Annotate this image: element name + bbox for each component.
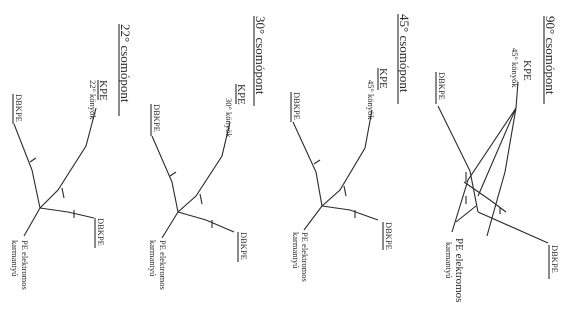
kpe-pipe [39,107,97,209]
kpe-pipe [486,81,519,237]
panel-22: 22° csomópont KPE 22° könyök DBKPE DBKPE… [10,24,133,290]
dbkpe-bottom-label: DBKPE [550,245,560,273]
joint-tick [29,157,37,163]
pe-coupling-label-line1: PE elektromos [20,240,30,290]
pe-coupling-label-line2: karmantyú [10,240,20,277]
dbkpe-top-label: DBKPE [437,72,447,100]
dbkpe-bottom-label: DBKPE [96,218,106,246]
joint-tick [199,193,203,205]
elbow-angle-label: 30° könyök [224,98,234,138]
panel-90: 90° csomópont KPE 45° könyök DBKPE DBKPE… [435,16,560,302]
kpe-pipe [321,109,373,207]
pe-coupling-label-line2: karmantyú [291,232,301,269]
kpe-pipe [177,121,231,213]
elbow-angle-label: 45° könyök [366,80,376,120]
dbkpe-top-label: DBKPE [14,94,24,122]
kpe-label: KPE [97,80,109,101]
joint-tick [169,171,177,177]
elbow-angle-label: 45° könyök [510,48,520,88]
dbkpe-top-label: DBKPE [152,104,162,132]
kpe-label: KPE [235,84,247,105]
dbkpe-bottom-pipe [39,207,95,219]
panel-45: 45° csomópont KPE 45° könyök DBKPE DBKPE… [290,14,412,282]
dbkpe-bottom-label: DBKPE [384,222,394,250]
panel-title: 45° csomópont [397,14,412,93]
panel-title: 22° csomópont [118,24,133,103]
joint-tick [343,185,347,197]
dbkpe-top-label: DBKPE [292,92,302,120]
panel-title: 30° csomópont [253,16,268,95]
dbkpe-top-pipe [292,121,323,207]
dbkpe-bottom-pipe [321,205,379,221]
joint-tick [313,159,321,165]
dbkpe-top-pipe [437,105,479,213]
coupling-pipe [23,207,41,237]
kpe-label: KPE [521,60,533,81]
pe-coupling-label-line1: PE elektromos [300,232,310,282]
dbkpe-bottom-pipe [177,211,235,233]
dbkpe-bottom-label: DBKPE [239,232,249,260]
dbkpe-bottom-pipe [477,211,549,244]
elbow-branch-2 [477,107,517,197]
coupling-pipe [303,205,323,231]
pe-coupling-label-line2: karmantyú [148,240,158,277]
panel-30: 30° csomópont KPE 30° könyök DBKPE DBKPE… [148,16,268,290]
coupling-pipe [455,205,477,223]
dbkpe-top-pipe [151,135,179,213]
dbkpe-top-pipe [13,123,41,209]
coupling-pipe [161,211,179,239]
pe-coupling-label-line2: karmantyú [444,242,454,279]
kpe-label: KPE [377,68,389,89]
tee-branch [463,181,507,213]
pe-coupling-label-line1: PE elektromos [453,238,465,302]
joint-tick [61,187,65,199]
panel-title: 90° csomópont [543,16,558,95]
pe-coupling-label-line1: PE elektromos [158,240,168,290]
elbow-angle-label: 22° könyök [88,80,98,120]
elbow-branch-1 [451,107,517,233]
